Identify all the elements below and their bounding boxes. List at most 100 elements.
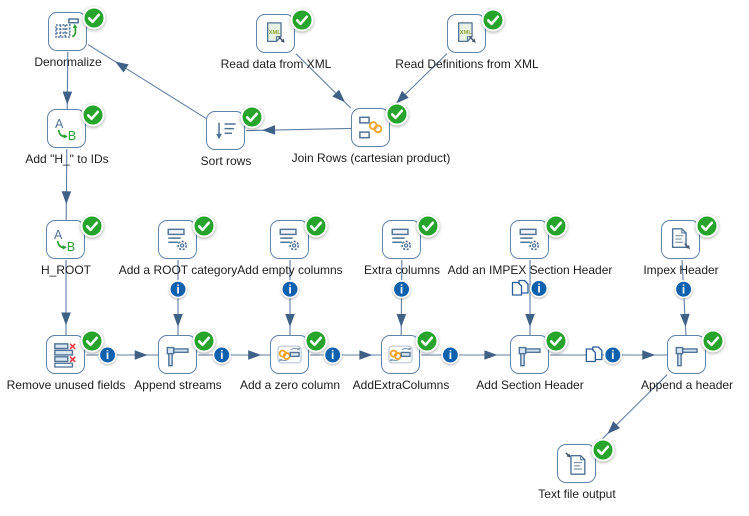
step-sort-rows[interactable]: Sort rows (201, 105, 264, 168)
success-check-icon[interactable] (191, 213, 217, 239)
success-check-icon[interactable] (80, 102, 106, 128)
hop-arrow-icon (607, 421, 621, 434)
text-file-output-icon (557, 444, 596, 483)
svg-text:i: i (537, 282, 540, 296)
step-read-definitions-from-xml[interactable]: XML Read Definitions from XML (395, 8, 539, 71)
success-check-icon[interactable] (79, 213, 105, 239)
success-check-icon[interactable] (415, 213, 441, 239)
svg-text:i: i (220, 348, 223, 362)
step-add-empty-columns[interactable]: Add empty columns (237, 214, 343, 277)
step-add-an-impex-section-header[interactable]: Add an IMPEX Section Header (448, 214, 612, 277)
success-check-icon[interactable] (590, 437, 616, 463)
append-streams-icon (667, 335, 706, 374)
step-denormalize[interactable]: Denormalize (34, 6, 106, 69)
success-check-icon[interactable] (480, 7, 506, 33)
svg-text:i: i (611, 348, 614, 362)
success-check-icon[interactable] (543, 213, 569, 239)
hop-arrow-icon (396, 90, 409, 104)
info-badge-icon[interactable]: i (392, 280, 411, 299)
info-badge-icon[interactable]: i (280, 280, 300, 299)
success-check-icon[interactable] (303, 213, 329, 239)
step-label: Add a ROOT category (118, 263, 238, 277)
success-check-icon[interactable] (81, 5, 107, 31)
step-label: Read data from XML (220, 57, 332, 71)
step-label: Join Rows (cartesian product) (291, 151, 451, 165)
success-check-icon[interactable] (414, 328, 440, 354)
success-check-icon[interactable] (700, 328, 726, 354)
hop-arrow-icon (484, 350, 498, 360)
svg-text:A: A (55, 117, 64, 131)
svg-text:i: i (400, 282, 403, 296)
merge-icon (270, 335, 309, 374)
xml-input-icon: XML (447, 14, 486, 53)
hop-arrow-icon (173, 314, 183, 327)
join-rows-icon (351, 108, 390, 147)
success-check-icon[interactable] (694, 213, 720, 239)
add-constants-icon (510, 220, 549, 259)
svg-text:XML: XML (269, 30, 282, 36)
step-extra-columns[interactable]: Extra columns (364, 214, 440, 277)
info-badge-icon[interactable]: i (168, 280, 188, 299)
info-badge-icon[interactable]: i (323, 345, 342, 365)
hop-arrow-icon (262, 125, 276, 135)
success-check-icon[interactable] (79, 328, 105, 354)
hop-arrow-icon (680, 313, 690, 327)
info-badge-icon[interactable]: i (98, 345, 117, 365)
success-check-icon[interactable] (239, 104, 265, 130)
step-append-streams[interactable]: Append streams (134, 329, 222, 392)
hop-arrow-icon (115, 61, 129, 73)
svg-text:i: i (331, 348, 334, 362)
step-label: Add empty columns (237, 263, 343, 277)
step-label: AddExtraColumns (352, 378, 450, 392)
file-content-icon (661, 220, 700, 259)
success-check-icon[interactable] (384, 101, 410, 127)
step-addextracolumns[interactable]: AddExtraColumns (353, 329, 449, 392)
svg-text:B: B (68, 129, 76, 143)
info-badge-icon[interactable]: i (441, 345, 460, 365)
svg-text:i: i (176, 282, 179, 296)
success-check-icon[interactable] (303, 328, 329, 354)
append-streams-icon (158, 335, 197, 374)
info-badge-icon[interactable]: i (212, 345, 231, 365)
step-add-section-header[interactable]: Add Section Header (476, 329, 584, 392)
info-badge-icon[interactable]: i (674, 280, 693, 299)
step-impex-header[interactable]: Impex Header (643, 214, 719, 277)
info-badge-icon[interactable]: i (529, 279, 549, 298)
step-label: Read Definitions from XML (395, 57, 539, 71)
add-constants-icon (382, 220, 421, 259)
success-check-icon[interactable] (191, 328, 217, 354)
step-label: Add "H_" to IDs (25, 152, 109, 166)
step-label: Append streams (134, 378, 222, 392)
svg-text:A: A (54, 228, 63, 242)
hop-arrow-icon (248, 350, 262, 360)
merge-icon (381, 335, 420, 374)
step-add-a-zero-column[interactable]: Add a zero column (240, 329, 340, 392)
hop-arrow-icon (61, 312, 71, 326)
step-remove-unused-fields[interactable]: Remove unused fields (7, 329, 125, 392)
step-label: Remove unused fields (6, 378, 126, 392)
step-label: Add an IMPEX Section Header (447, 263, 613, 277)
hop-arrow-icon (62, 91, 73, 105)
sort-rows-icon (206, 111, 245, 150)
step-add-a-root-category[interactable]: Add a ROOT category (119, 214, 237, 277)
select-values-icon (46, 335, 85, 374)
step-append-a-header[interactable]: Append a header (641, 329, 733, 392)
hop-line[interactable] (87, 44, 207, 119)
success-check-icon[interactable] (289, 7, 315, 33)
hop-arrow-icon (396, 313, 407, 327)
step-read-data-from-xml[interactable]: XML Read data from XML (221, 8, 331, 71)
svg-text:i: i (682, 282, 685, 296)
step-join-rows[interactable]: Join Rows (cartesian product) (292, 102, 450, 165)
hop-line[interactable] (65, 148, 68, 221)
hop-arrow-icon (642, 350, 656, 360)
step-text-file-output[interactable]: Text file output (538, 438, 616, 501)
append-streams-icon (510, 335, 549, 374)
step-label: Text file output (538, 487, 616, 501)
success-check-icon[interactable] (543, 328, 569, 354)
step-label: Append a header (640, 378, 734, 392)
info-badge-icon[interactable]: i (603, 345, 622, 365)
xml-input-icon: XML (256, 14, 295, 53)
